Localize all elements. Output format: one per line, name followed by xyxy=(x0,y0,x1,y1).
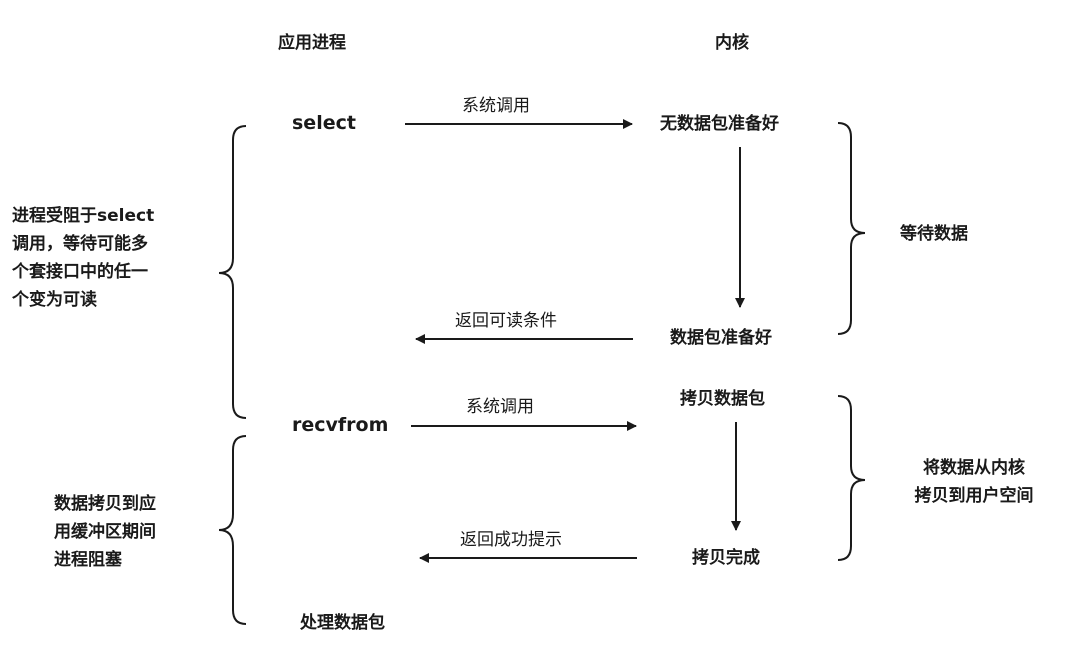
syscall-label-2: 系统调用 xyxy=(466,397,534,417)
note-line: 用缓冲区期间 xyxy=(54,522,156,542)
brace-right-top xyxy=(837,122,866,335)
copy-packet-label: 拷贝数据包 xyxy=(680,389,765,409)
no-data-ready-label: 无数据包准备好 xyxy=(660,114,779,134)
note-line: 调用，等待可能多 xyxy=(12,234,148,254)
note-copy-blocked: 数据拷贝到应 用缓冲区期间 进程阻塞 xyxy=(54,490,156,574)
note-line: 进程受阻于select xyxy=(12,206,155,226)
note-wait-data: 等待数据 xyxy=(900,224,968,244)
kernel-header: 内核 xyxy=(715,33,749,53)
note-copy-to-user: 将数据从内核 拷贝到用户空间 xyxy=(890,454,1058,510)
select-call-label: select xyxy=(292,112,356,134)
note-line: 拷贝到用户空间 xyxy=(914,486,1034,506)
return-readable-label: 返回可读条件 xyxy=(455,311,557,331)
return-success-label: 返回成功提示 xyxy=(460,530,562,550)
copy-done-label: 拷贝完成 xyxy=(692,548,760,568)
note-select-blocked: 进程受阻于select 调用，等待可能多 个套接口中的任一 个变为可读 xyxy=(12,202,154,314)
note-line: 进程阻塞 xyxy=(54,550,122,570)
brace-left-top xyxy=(218,125,247,419)
brace-left-bottom xyxy=(218,435,247,625)
app-process-header: 应用进程 xyxy=(278,33,346,53)
data-ready-label: 数据包准备好 xyxy=(670,328,772,348)
recvfrom-call-label: recvfrom xyxy=(292,414,389,436)
note-line: 数据拷贝到应 xyxy=(54,494,156,514)
process-packet-label: 处理数据包 xyxy=(300,613,385,633)
syscall-label-1: 系统调用 xyxy=(462,96,530,116)
note-line: 个变为可读 xyxy=(12,290,97,310)
note-line: 个套接口中的任一 xyxy=(12,262,148,282)
note-line: 将数据从内核 xyxy=(923,458,1025,478)
brace-right-bottom xyxy=(837,395,866,561)
